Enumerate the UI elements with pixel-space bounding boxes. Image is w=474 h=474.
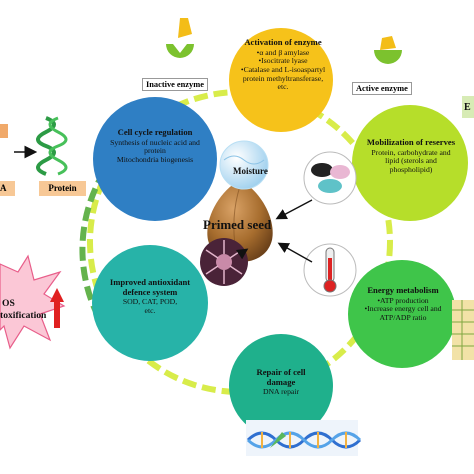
node-cellcycle-line: Mitochondria biogenesis <box>116 154 194 164</box>
dna-helix-icon <box>246 420 362 456</box>
water-drop-icon <box>219 140 269 190</box>
node-defence-title: Improved antioxidant defence system <box>109 277 191 297</box>
node-mobilization: Mobilization of reserves Protein, carboh… <box>364 137 458 175</box>
node-activation-line: etc. <box>277 82 289 92</box>
active-enzyme-label: Active enzyme <box>352 82 412 95</box>
enzyme-inactive-icon <box>166 18 194 58</box>
center-title: Primed seed <box>203 217 272 232</box>
temperature-arrow <box>277 242 313 263</box>
node-defence-circle <box>92 245 208 361</box>
ros-label-top: OS <box>2 298 15 309</box>
node-mobilization-title: Mobilization of reserves <box>366 137 456 147</box>
virus-cell-icon <box>200 238 248 286</box>
thermometer-icon <box>303 243 357 297</box>
moisture-label: Moisture <box>233 166 268 176</box>
right-fragment-cell-icon <box>452 300 474 360</box>
powder-arrow <box>275 199 313 220</box>
right-fragment-top-icon <box>462 96 474 118</box>
starburst-icon <box>0 254 66 350</box>
node-repair: Repair of cell damage DNA repair <box>243 367 319 397</box>
protein-label: Protein <box>39 181 86 196</box>
node-defence-line: SOD, CAT, POD, <box>122 297 178 307</box>
node-repair-line: DNA repair <box>262 387 300 397</box>
node-defence: Improved antioxidant defence system SOD,… <box>108 277 192 316</box>
node-energy-title: Energy metabolism <box>367 285 439 295</box>
node-activation-title: Activation of enzyme <box>244 37 322 47</box>
left-fragment-icon <box>0 124 8 138</box>
node-repair-title: Repair of cell damage <box>256 367 306 387</box>
node-activation: Activation of enzyme •α and β amylase •I… <box>239 37 327 92</box>
node-activation-circle <box>229 28 333 132</box>
node-energy-line: •Increase energy cell and ATP/ADP ratio <box>364 304 442 322</box>
node-mobilization-line: Protein, carbohydrate and lipid (sterols… <box>371 147 451 174</box>
pathogen-arrow <box>235 248 249 260</box>
enzyme-active-icon <box>374 36 402 64</box>
node-energy-circle <box>348 260 456 368</box>
up-arrow-icon <box>50 288 64 328</box>
inactive-enzyme-label: Inactive enzyme <box>142 78 208 91</box>
node-mobilization-circle <box>352 105 468 221</box>
node-cellcycle-title: Cell cycle regulation <box>117 127 193 137</box>
node-defence-line: etc. <box>144 305 156 315</box>
ros-label-bottom: toxification <box>0 310 47 321</box>
node-cellcycle-line: Synthesis of nucleic acid and protein <box>110 137 200 156</box>
node-cellcycle: Cell cycle regulation Synthesis of nucle… <box>108 127 202 165</box>
dna-coil-icon <box>36 116 68 176</box>
node-activation-line: •Isocitrate lyase <box>258 56 308 66</box>
node-repair-circle <box>229 334 333 438</box>
node-energy: Energy metabolism •ATP production •Incre… <box>360 285 446 323</box>
powder-icon <box>303 151 357 205</box>
node-activation-line: •α and β amylase <box>256 47 310 57</box>
a-fragment-label: A <box>0 181 15 196</box>
node-cellcycle-circle <box>93 97 217 221</box>
node-energy-line: •ATP production <box>377 295 429 305</box>
e-fragment-label: E <box>464 102 471 113</box>
node-activation-line: •Catalase and L-isoaspartyl protein meth… <box>240 64 326 83</box>
